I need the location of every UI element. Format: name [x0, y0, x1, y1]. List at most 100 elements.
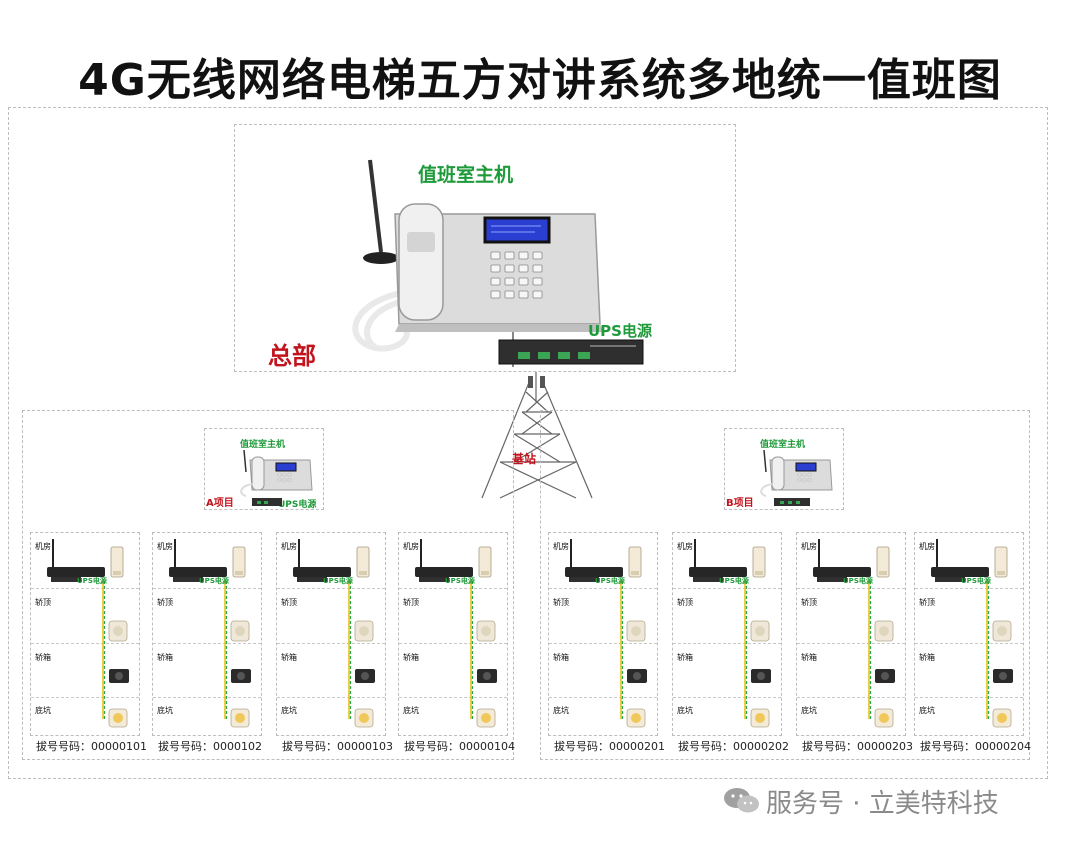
- handset-icon: [398, 203, 444, 321]
- floor-label: 底坑: [553, 706, 569, 715]
- floor-divider: [31, 588, 139, 589]
- floor-divider: [797, 643, 905, 644]
- floor-label: 轿顶: [157, 598, 173, 607]
- pit-intercom-icon: [108, 708, 128, 728]
- floor-label: 机房: [403, 542, 419, 551]
- project-a-host-phone: [240, 450, 313, 497]
- floor-divider: [399, 643, 507, 644]
- floor-divider: [31, 697, 139, 698]
- car-top-intercom-icon: [354, 620, 374, 642]
- floor-label: 轿箱: [403, 653, 419, 662]
- elevator-ups-label: UPS电源: [719, 577, 749, 585]
- floor-label: 轿顶: [919, 598, 935, 607]
- machine-room-intercom-icon: [752, 546, 766, 578]
- screen-icon: [483, 216, 551, 244]
- dial-number: 拔号号码：00000204: [920, 740, 1031, 753]
- machine-room-intercom-icon: [110, 546, 124, 578]
- floor-divider: [277, 697, 385, 698]
- dial-number: 拔号号码：00000203: [802, 740, 913, 753]
- dial-number: 拔号号码：00000201: [554, 740, 665, 753]
- floor-label: 轿箱: [919, 653, 935, 662]
- floor-divider: [277, 588, 385, 589]
- floor-divider: [399, 697, 507, 698]
- cord-icon: [352, 289, 410, 352]
- floor-label: 轿顶: [553, 598, 569, 607]
- hq-ups-device: [498, 339, 644, 365]
- floor-divider: [915, 588, 1023, 589]
- dial-number: 拔号号码：0000102: [158, 740, 262, 753]
- antenna-icon: [368, 159, 383, 253]
- elevator-device-drawing: [169, 539, 251, 728]
- machine-room-intercom-icon: [628, 546, 642, 578]
- floor-divider: [549, 697, 657, 698]
- router-icon: [931, 539, 989, 582]
- wechat-icon: [724, 788, 759, 813]
- floor-label: 轿箱: [677, 653, 693, 662]
- floor-divider: [31, 643, 139, 644]
- project-b-host-label: 值班室主机: [760, 440, 806, 450]
- floor-label: 轿箱: [801, 653, 817, 662]
- floor-label: 底坑: [281, 706, 297, 715]
- floor-label: 底坑: [801, 706, 817, 715]
- elevator-device-drawing: [565, 539, 647, 728]
- pit-intercom-icon: [992, 708, 1012, 728]
- floor-divider: [549, 643, 657, 644]
- hq-host-phone: [352, 159, 603, 367]
- car-intercom-icon: [231, 669, 251, 683]
- page-title: 4G无线网络电梯五方对讲系统多地统一值班图: [78, 55, 1002, 106]
- floor-divider: [153, 643, 261, 644]
- car-intercom-icon: [109, 669, 129, 683]
- floor-divider: [673, 697, 781, 698]
- floor-label: 底坑: [919, 706, 935, 715]
- elevator-device-drawing: [931, 539, 1013, 728]
- car-intercom-icon: [477, 669, 497, 683]
- floor-label: 轿顶: [35, 598, 51, 607]
- dial-number: 拔号号码：00000103: [282, 740, 393, 753]
- pit-intercom-icon: [874, 708, 894, 728]
- car-top-intercom-icon: [992, 620, 1012, 642]
- machine-room-intercom-icon: [356, 546, 370, 578]
- floor-label: 机房: [801, 542, 817, 551]
- dial-number: 拔号号码：00000101: [36, 740, 147, 753]
- router-icon: [169, 539, 227, 582]
- project-b-host-frame: [724, 428, 844, 510]
- floor-label: 底坑: [35, 706, 51, 715]
- car-top-intercom-icon: [626, 620, 646, 642]
- car-top-intercom-icon: [108, 620, 128, 642]
- machine-room-intercom-icon: [232, 546, 246, 578]
- elevator-ups-label: UPS电源: [445, 577, 475, 585]
- machine-room-intercom-icon: [994, 546, 1008, 578]
- base-station-tower-icon: [481, 372, 593, 499]
- outer-frame: [8, 107, 1048, 779]
- car-top-intercom-icon: [230, 620, 250, 642]
- router-icon: [565, 539, 623, 582]
- car-intercom-icon: [993, 669, 1013, 683]
- floor-label: 机房: [157, 542, 173, 551]
- floor-divider: [399, 588, 507, 589]
- project-b-ups-device: [774, 498, 810, 506]
- hq-site-label: 总部: [268, 342, 316, 370]
- router-icon: [293, 539, 351, 582]
- project-b-frame: [540, 410, 1030, 760]
- elevator-device-drawing: [415, 539, 497, 728]
- floor-label: 轿顶: [677, 598, 693, 607]
- project-a-ups-device: [252, 498, 282, 506]
- base-station-label: 基站: [512, 452, 537, 466]
- floor-label: 轿箱: [157, 653, 173, 662]
- project-b-site-label: B项目: [726, 498, 754, 509]
- pit-intercom-icon: [230, 708, 250, 728]
- pit-intercom-icon: [354, 708, 374, 728]
- project-b-host-phone: [760, 450, 833, 497]
- project-a-host-label: 值班室主机: [240, 440, 286, 450]
- machine-room-intercom-icon: [876, 546, 890, 578]
- elevator-device-drawing: [813, 539, 895, 728]
- floor-label: 轿顶: [403, 598, 419, 607]
- floor-label: 机房: [35, 542, 51, 551]
- floor-label: 机房: [281, 542, 297, 551]
- watermark-text: 服务号 · 立美特科技: [766, 789, 999, 819]
- floor-label: 轿顶: [801, 598, 817, 607]
- elevator-ups-label: UPS电源: [595, 577, 625, 585]
